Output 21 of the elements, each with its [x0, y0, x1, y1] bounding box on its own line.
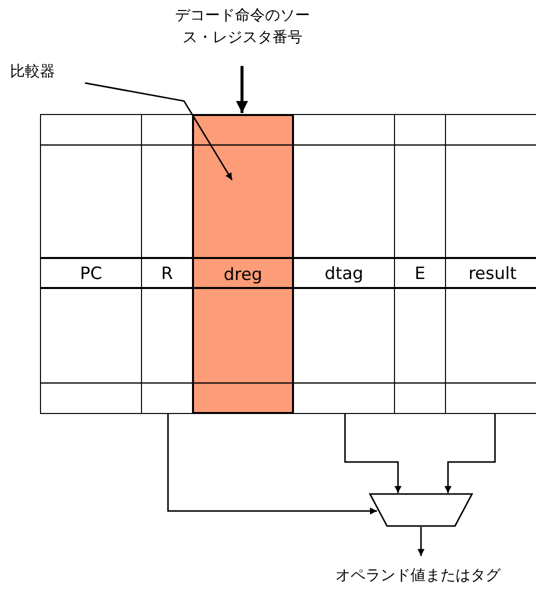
column-header: E — [414, 263, 426, 286]
column-header: R — [160, 263, 174, 286]
arrow — [84, 82, 233, 180]
arrow — [418, 527, 424, 556]
arrow — [236, 66, 248, 113]
arrow — [167, 414, 377, 514]
table-column — [445, 114, 536, 414]
multiplexer-symbol — [369, 493, 473, 527]
column-header: dtag — [324, 263, 364, 286]
table-column — [293, 114, 395, 414]
table-column — [192, 114, 294, 414]
caption-text: デコード命令のソース・レジスタ番号 — [145, 4, 340, 54]
label-text: 比較器 — [10, 60, 70, 84]
output-label: オペランド値またはタグ — [300, 564, 536, 588]
column-header: result — [467, 263, 518, 286]
column-header: PC — [78, 263, 104, 286]
arrow — [344, 414, 402, 493]
table-column — [40, 114, 142, 414]
column-header: dreg — [222, 264, 264, 287]
arrow — [444, 414, 496, 493]
table-column — [394, 114, 446, 414]
